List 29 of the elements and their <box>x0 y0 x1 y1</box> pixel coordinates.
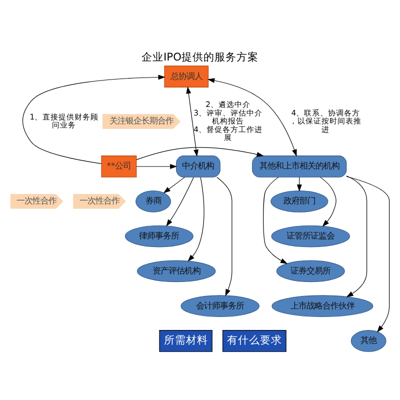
node-ellipse: 其他 <box>350 330 386 352</box>
arrow <box>163 176 186 193</box>
arrow <box>346 176 390 332</box>
node-ellipse: 政府部门 <box>270 190 328 212</box>
node-ellipse: 会计师事务所 <box>180 294 260 317</box>
arrow <box>346 175 368 297</box>
label: 有什么要求 <box>226 333 282 346</box>
node-ellipse: 上市战略合作伙伴 <box>272 294 374 317</box>
arrow <box>207 78 297 156</box>
arrow <box>22 74 166 164</box>
label: 所需材料 <box>164 333 208 346</box>
arrow <box>186 86 199 156</box>
arrow <box>263 176 288 264</box>
arrow <box>136 146 264 160</box>
arrow <box>166 176 194 226</box>
node-box: 中介机构 <box>176 155 220 177</box>
node-box: 其他和上市相关的机构 <box>252 155 347 177</box>
node-ellipse: 资产评估机构 <box>136 260 216 282</box>
arrow <box>216 176 232 296</box>
node-box: **公司 <box>101 155 137 177</box>
diagram-title: 企业IPO提供的服务方案 <box>142 50 258 63</box>
node-box: 总协调人 <box>164 65 209 88</box>
arrow <box>320 176 336 226</box>
arrow <box>136 164 178 168</box>
node-ellipse: 证券交易所 <box>276 260 345 282</box>
node-ellipse: 券商 <box>136 190 172 212</box>
node-ellipse: 证管所证监会 <box>271 224 350 247</box>
node-ellipse: 律师事务所 <box>124 224 194 247</box>
arrow <box>188 176 204 262</box>
